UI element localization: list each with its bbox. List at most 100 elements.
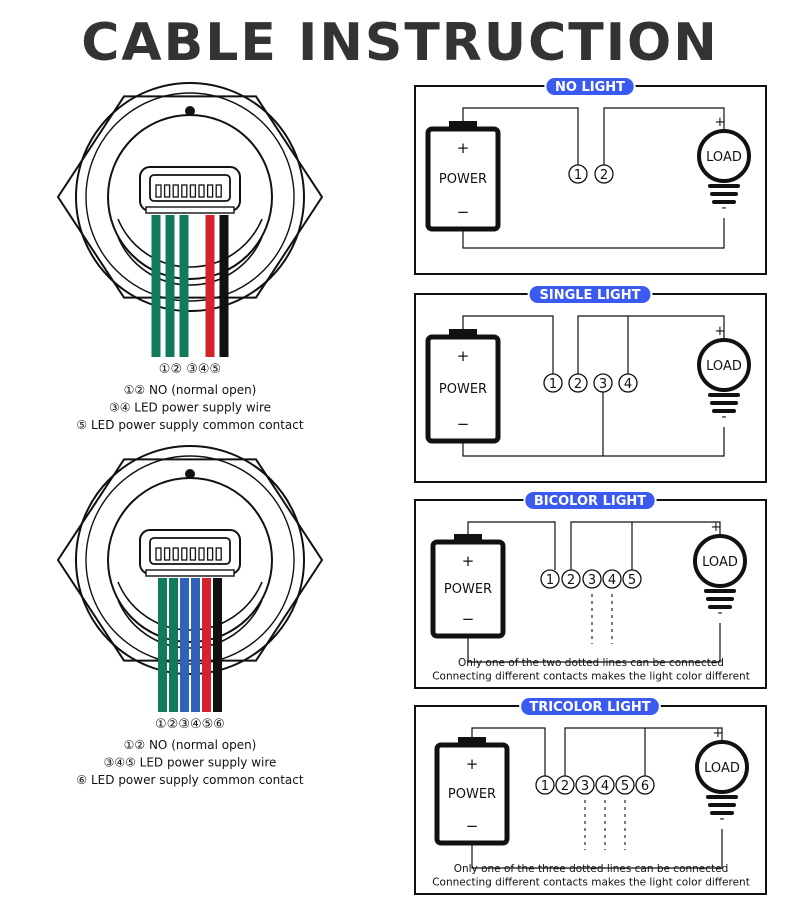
terminal-number: 1 bbox=[546, 573, 554, 588]
terminal-number: 2 bbox=[574, 377, 582, 392]
battery-minus: − bbox=[457, 203, 470, 221]
wire-green bbox=[169, 578, 178, 712]
connector-pin bbox=[189, 184, 197, 198]
lamp-base-stripe bbox=[712, 409, 736, 413]
lamp-base-stripe bbox=[708, 803, 736, 807]
connector-pin bbox=[206, 184, 214, 198]
connector-pin bbox=[198, 547, 205, 561]
battery-terminal bbox=[458, 737, 486, 745]
terminal-number: 2 bbox=[567, 573, 575, 588]
wire-line bbox=[603, 107, 725, 165]
wire-green bbox=[179, 215, 189, 357]
diagram-note: Connecting different contacts makes the … bbox=[432, 671, 750, 683]
diagram-label-pill bbox=[527, 284, 653, 305]
wire-red bbox=[202, 578, 211, 712]
switch-ring-arc bbox=[117, 581, 263, 631]
page-title: CABLE INSTRUCTION bbox=[81, 13, 719, 73]
hex-nut-outline bbox=[56, 458, 324, 662]
terminal-circle bbox=[615, 775, 635, 795]
wire-pin-numbers: ①② ③④⑤ bbox=[159, 362, 221, 377]
connector-pin bbox=[163, 547, 171, 561]
switch-ring bbox=[75, 445, 305, 675]
battery-terminal bbox=[454, 534, 482, 542]
load-plus: + bbox=[711, 520, 722, 535]
hex-nut-outline bbox=[56, 95, 324, 299]
diagram-label-pill bbox=[523, 490, 657, 511]
connector-pin bbox=[181, 184, 188, 198]
wire-green bbox=[158, 578, 167, 712]
power-label: POWER bbox=[439, 382, 487, 397]
lamp-base-stripe bbox=[708, 605, 732, 609]
switch-ring bbox=[75, 82, 305, 312]
switch-drawing-switch_a: ①② ③④⑤ ①② NO (normal open) ③④ LED power su… bbox=[56, 82, 324, 432]
wire-green bbox=[165, 215, 175, 357]
wire-line bbox=[471, 829, 723, 869]
terminal-number: 4 bbox=[624, 377, 632, 392]
terminal-number: 3 bbox=[581, 779, 589, 794]
connector-pin bbox=[163, 184, 171, 198]
load-minus: - bbox=[717, 605, 722, 621]
load-plus: + bbox=[715, 324, 726, 339]
load-plus: + bbox=[715, 115, 726, 130]
diagram-label-pill bbox=[519, 696, 661, 717]
switch-ring bbox=[85, 92, 295, 302]
diagram-label: NO LIGHT bbox=[555, 80, 625, 95]
wire-line bbox=[564, 727, 723, 776]
terminal-circle bbox=[595, 775, 615, 795]
switch-notch bbox=[185, 469, 195, 479]
battery-plus: + bbox=[466, 755, 479, 773]
terminal-circle bbox=[618, 373, 638, 393]
wire-blue bbox=[180, 578, 189, 712]
battery-terminal bbox=[449, 329, 477, 337]
wire-red bbox=[205, 215, 215, 357]
wire-legend-line: ③④⑤ LED power supply wire bbox=[104, 756, 277, 770]
load-minus: - bbox=[721, 200, 726, 216]
power-label: POWER bbox=[448, 787, 496, 802]
wire-line bbox=[462, 218, 725, 249]
connector-pin bbox=[215, 547, 222, 561]
battery-terminal bbox=[449, 121, 477, 129]
wire-pin-numbers: ①②③④⑤⑥ bbox=[155, 717, 225, 732]
wire-line bbox=[577, 315, 725, 374]
wire-legend-line: ①② NO (normal open) bbox=[124, 738, 257, 752]
wire-line bbox=[570, 521, 721, 570]
terminal-circle bbox=[602, 569, 622, 589]
diagram-label: TRICOLOR LIGHT bbox=[529, 700, 650, 715]
terminal-circle bbox=[568, 373, 588, 393]
connector-base bbox=[145, 569, 235, 577]
terminal-circle bbox=[594, 164, 614, 184]
terminal-circle bbox=[568, 164, 588, 184]
wire-line bbox=[462, 107, 579, 165]
load-label: LOAD bbox=[706, 150, 742, 165]
battery-minus: − bbox=[466, 817, 479, 835]
battery-plus: + bbox=[457, 139, 470, 157]
terminal-circle bbox=[535, 775, 555, 795]
switch-drawing-switch_b: ①②③④⑤⑥ ①② NO (normal open) ③④⑤ LED power s… bbox=[56, 445, 324, 787]
terminal-circle bbox=[540, 569, 560, 589]
power-label: POWER bbox=[444, 582, 492, 597]
lamp-base-stripe bbox=[710, 401, 738, 405]
terminal-circle bbox=[635, 775, 655, 795]
lamp-base-stripe bbox=[710, 811, 734, 815]
terminal-number: 4 bbox=[608, 573, 616, 588]
wire-green bbox=[151, 215, 161, 357]
lamp-base-stripe bbox=[706, 597, 734, 601]
wire-line bbox=[467, 623, 721, 663]
wire-black bbox=[213, 578, 222, 712]
terminal-circle bbox=[593, 373, 613, 393]
terminal-number: 3 bbox=[588, 573, 596, 588]
wire-legend-line: ③④ LED power supply wire bbox=[109, 401, 271, 415]
load-label: LOAD bbox=[702, 555, 738, 570]
terminal-number: 3 bbox=[599, 377, 607, 392]
switch-ring-arc bbox=[117, 236, 263, 286]
wire-line bbox=[462, 315, 554, 374]
wire-legend-line: ①② NO (normal open) bbox=[124, 383, 257, 397]
terminal-number: 5 bbox=[621, 779, 629, 794]
diagram-note: Only one of the three dotted lines can b… bbox=[454, 863, 729, 875]
terminal-circle bbox=[555, 775, 575, 795]
lamp-base-stripe bbox=[708, 184, 740, 188]
